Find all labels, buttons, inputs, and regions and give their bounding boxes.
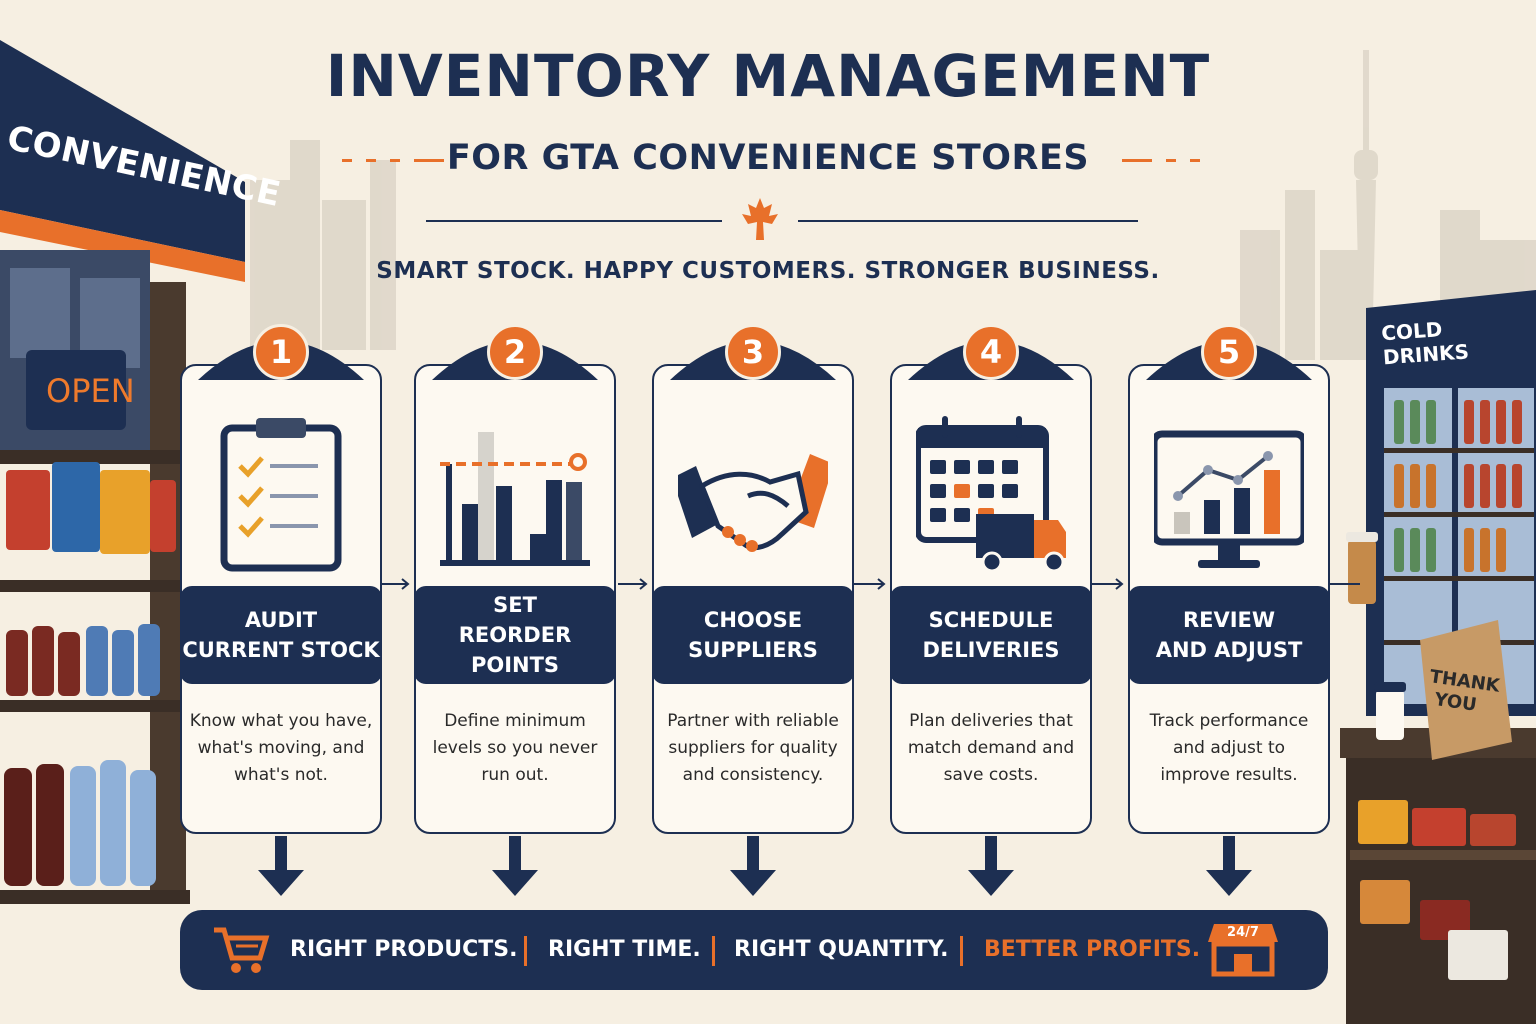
step-title-line2: CURRENT STOCK xyxy=(182,638,380,662)
step-title-line1: SET xyxy=(493,593,537,617)
tagline: SMART STOCK. HAPPY CUSTOMERS. STRONGER B… xyxy=(376,258,1160,284)
store-icon-shape xyxy=(1208,924,1278,977)
page-title: INVENTORY MANAGEMENT xyxy=(325,42,1211,110)
page-subtitle: FOR GTA CONVENIENCE STORES xyxy=(446,138,1090,178)
benefits-banner xyxy=(180,910,1328,990)
arrow-down-icon xyxy=(730,836,776,896)
handshake-icon xyxy=(678,454,828,552)
calendar-truck-icon xyxy=(916,416,1066,573)
step-number: 3 xyxy=(725,324,781,380)
step-connectors xyxy=(382,578,1360,590)
step-title-line2: AND ADJUST xyxy=(1155,638,1303,662)
benefit-right-quantity: RIGHT QUANTITY. xyxy=(734,937,949,962)
step-title: AUDIT CURRENT STOCK xyxy=(180,586,382,684)
step-description: Track performance and adjust to improve … xyxy=(1149,711,1309,785)
step-number: 2 xyxy=(487,324,543,380)
step-description: Define minimum levels so you never run o… xyxy=(432,711,598,785)
step-description: Plan deliveries that match demand and sa… xyxy=(907,711,1075,785)
open-sign: OPEN xyxy=(46,372,135,410)
arrow-down-icon xyxy=(968,836,1014,896)
arrow-down-icon xyxy=(258,836,304,896)
bag-text: THANK YOU xyxy=(1428,666,1501,716)
step-title: SCHEDULE DELIVERIES xyxy=(890,586,1092,684)
step-title-line1: AUDIT xyxy=(244,608,318,632)
shopping-cart-icon xyxy=(214,927,270,973)
step-number: 4 xyxy=(963,324,1019,380)
step-title-line1: REVIEW xyxy=(1182,608,1276,632)
arrow-down-icon xyxy=(1206,836,1252,896)
maple-leaf-icon xyxy=(742,198,778,240)
step-number: 5 xyxy=(1201,324,1257,380)
step-card-2: 2 SET REORDER POINTS Define minimum leve… xyxy=(414,324,616,896)
step-title: SET REORDER POINTS xyxy=(414,586,616,684)
step-description: Know what you have, what's moving, and w… xyxy=(189,711,373,785)
arrow-down-icon xyxy=(492,836,538,896)
step-description: Partner with reliable suppliers for qual… xyxy=(667,711,839,785)
step-card-5: 5 REVIEW AND ADJUST Track performance an… xyxy=(1128,324,1330,896)
title-divider xyxy=(342,159,1200,222)
benefit-separator xyxy=(524,936,527,966)
benefit-better-profits: BETTER PROFITS. xyxy=(984,937,1201,962)
store-badge-text: 24/7 xyxy=(1227,925,1259,940)
store-24-7-icon: 24/7 xyxy=(1206,922,1280,978)
step-title-line2: SUPPLIERS xyxy=(688,638,818,662)
step-title-line2: DELIVERIES xyxy=(922,638,1060,662)
step-title-line2: REORDER POINTS xyxy=(458,623,572,677)
step-card-3: 3 CHOOSE SUPPLIERS Partner with reliable… xyxy=(652,324,854,896)
step-title-line1: SCHEDULE xyxy=(928,608,1054,632)
left-storefront xyxy=(0,40,245,904)
benefit-separator xyxy=(712,936,715,966)
benefit-right-products: RIGHT PRODUCTS. xyxy=(290,937,518,962)
step-card-1: 1 AUDIT CURRENT STOCK Know what you have… xyxy=(180,324,382,896)
benefit-right-time: RIGHT TIME. xyxy=(548,937,701,962)
bar-chart-threshold-icon xyxy=(440,432,590,566)
step-title-line1: CHOOSE xyxy=(703,608,803,632)
step-title: CHOOSE SUPPLIERS xyxy=(652,586,854,684)
monitor-chart-icon xyxy=(1154,430,1304,568)
right-fridge xyxy=(1340,290,1536,1024)
step-number: 1 xyxy=(253,324,309,380)
benefit-separator xyxy=(960,936,963,966)
step-card-4: 4 SCHEDULE DELIVERIES Plan deliveries th… xyxy=(890,324,1092,896)
clipboard-checklist-icon xyxy=(220,418,342,572)
step-title: REVIEW AND ADJUST xyxy=(1128,586,1330,684)
